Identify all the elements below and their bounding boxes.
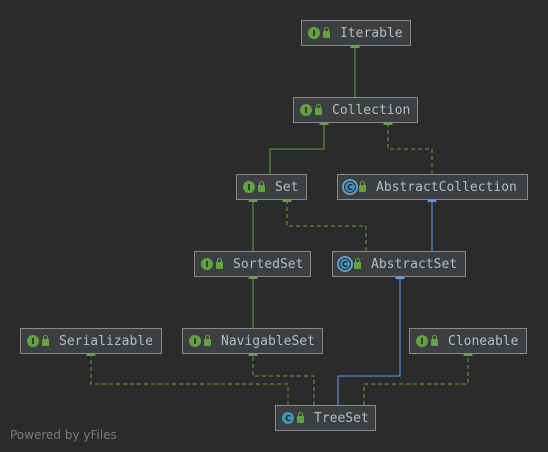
lock-icon	[359, 180, 366, 192]
node-collection[interactable]: I Collection	[293, 97, 418, 123]
lock-icon	[323, 26, 330, 38]
node-label: Set	[275, 179, 299, 195]
edge-abstractset-set	[282, 193, 367, 251]
edge-set-collection	[269, 116, 329, 174]
node-label: Serializable	[59, 333, 153, 349]
node-abstract-set[interactable]: C AbstractSet	[332, 251, 466, 277]
lock-icon	[216, 257, 223, 269]
lock-icon	[297, 411, 304, 423]
node-tree-set[interactable]: C TreeSet	[275, 405, 376, 431]
node-label: Collection	[332, 102, 411, 118]
node-abstract-collection[interactable]: C AbstractCollection	[337, 174, 528, 200]
node-label: AbstractSet	[371, 256, 458, 272]
node-label: AbstractCollection	[376, 179, 517, 195]
node-label: TreeSet	[314, 410, 369, 426]
interface-icon: I	[27, 335, 39, 347]
lock-icon	[354, 257, 361, 269]
node-iterable[interactable]: I Iterable	[301, 20, 411, 46]
node-set[interactable]: I Set	[236, 174, 307, 200]
edge-treeset-cloneable	[363, 347, 473, 405]
interface-icon: I	[300, 104, 312, 116]
lock-icon	[258, 180, 265, 192]
interface-icon: I	[189, 335, 201, 347]
node-serializable[interactable]: I Serializable	[20, 328, 162, 354]
watermark: Powered by yFiles	[10, 428, 117, 442]
node-label: NavigableSet	[221, 333, 315, 349]
node-navigable-set[interactable]: I NavigableSet	[182, 328, 323, 354]
lock-icon	[431, 334, 438, 346]
node-label: Iterable	[340, 25, 403, 41]
edge-abstractcollection-collection	[383, 116, 433, 174]
node-label: Cloneable	[448, 333, 519, 349]
edge-treeset-serializable	[86, 347, 289, 405]
node-cloneable[interactable]: I Cloneable	[409, 328, 527, 354]
node-sorted-set[interactable]: I SortedSet	[194, 251, 311, 277]
edge-treeset-abstractset	[337, 270, 405, 405]
lock-icon	[42, 334, 49, 346]
class-icon: C	[282, 412, 294, 424]
lock-icon	[315, 103, 322, 115]
interface-icon: I	[308, 27, 320, 39]
interface-icon: I	[243, 181, 255, 193]
node-label: SortedSet	[233, 256, 304, 272]
abstract-class-icon: C	[344, 181, 356, 193]
lock-icon	[204, 334, 211, 346]
interface-icon: I	[416, 335, 428, 347]
abstract-class-icon: C	[339, 258, 351, 270]
edge-treeset-navigableset	[248, 347, 315, 405]
interface-icon: I	[201, 258, 213, 270]
